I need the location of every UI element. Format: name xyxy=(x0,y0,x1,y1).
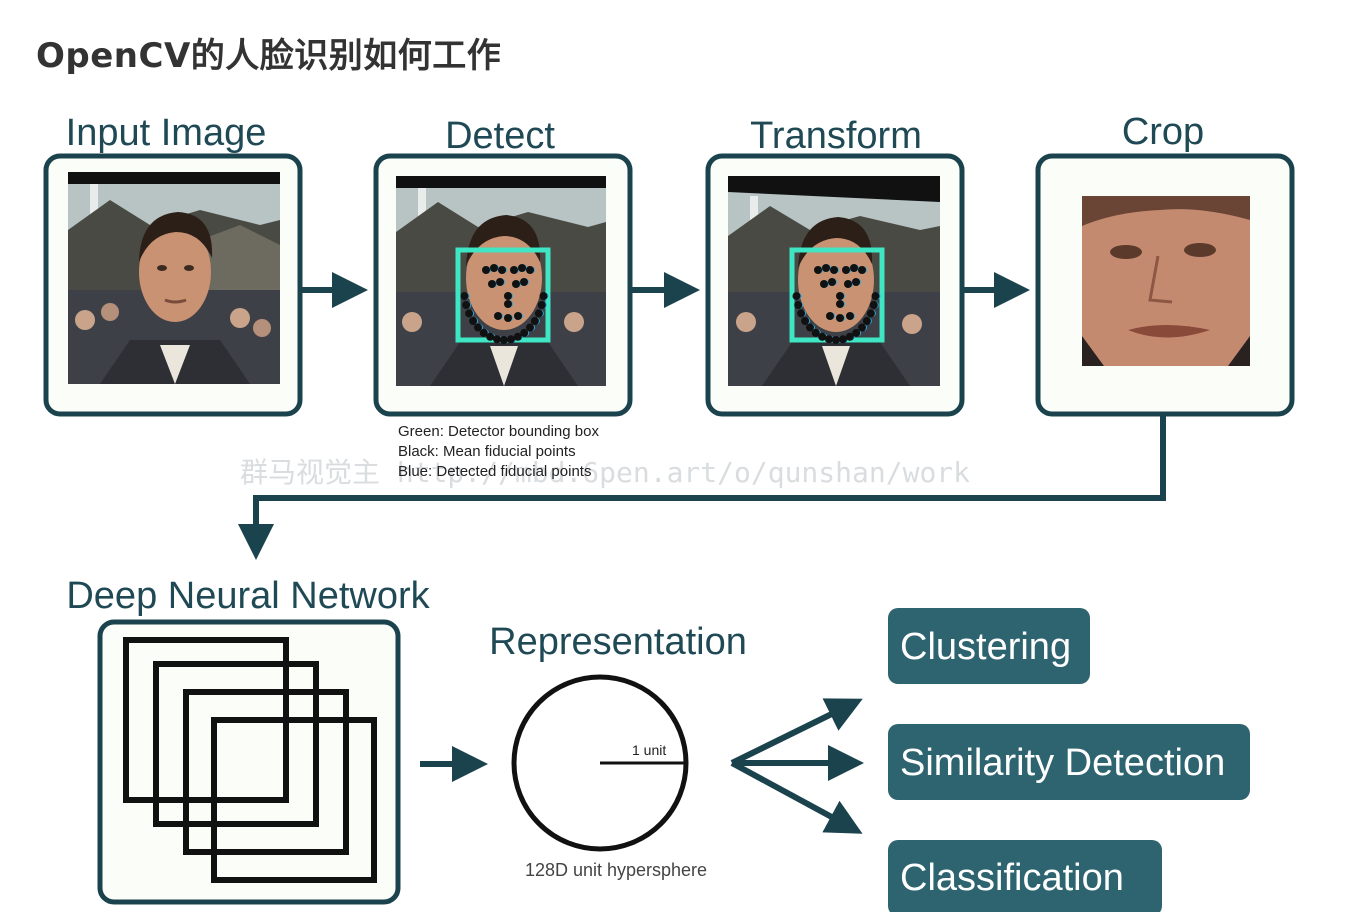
output-label-clustering: Clustering xyxy=(900,626,1071,668)
fiducial-point xyxy=(826,312,834,320)
fiducial-point xyxy=(498,266,506,274)
fiducial-point xyxy=(836,300,844,308)
fiducial-points-transform xyxy=(792,264,881,344)
output-label-similarity-detection: Similarity Detection xyxy=(900,742,1225,784)
fiducial-point xyxy=(512,280,520,288)
fiducial-point xyxy=(806,323,814,332)
stage-title-crop: Crop xyxy=(1122,111,1204,153)
fiducial-point xyxy=(539,292,548,301)
fiducial-point xyxy=(490,264,498,272)
fiducial-point xyxy=(504,292,512,300)
detect-note-blue: Blue: Detected fiducial points xyxy=(398,463,591,480)
representation-title: Representation xyxy=(489,621,747,663)
fiducial-point xyxy=(518,264,526,272)
fiducial-point xyxy=(494,312,502,320)
input-photo xyxy=(68,172,280,384)
fiducial-point xyxy=(825,335,833,344)
fiducial-point xyxy=(526,266,534,274)
fiducial-point xyxy=(801,317,810,325)
fiducial-point xyxy=(832,336,840,344)
fiducial-point xyxy=(811,328,820,337)
fiducial-point xyxy=(513,332,522,341)
fiducial-point xyxy=(820,280,828,288)
fiducial-point xyxy=(482,266,490,274)
output-pill-classification xyxy=(888,840,1162,912)
fiducial-point xyxy=(830,266,838,274)
fiducial-point xyxy=(818,332,827,341)
fiducial-point xyxy=(845,332,854,341)
fiducial-point xyxy=(520,328,529,337)
fiducial-point xyxy=(500,336,508,344)
fiducial-point xyxy=(507,335,515,344)
fiducial-point xyxy=(510,266,518,274)
fiducial-point xyxy=(479,328,488,337)
fiducial-point xyxy=(530,317,539,325)
fiducial-point xyxy=(520,278,528,286)
fiducial-point xyxy=(862,317,871,325)
fiducial-point xyxy=(486,332,495,341)
fiducial-point xyxy=(850,264,858,272)
fiducial-point xyxy=(869,301,878,309)
arrow-to-classification xyxy=(730,760,863,834)
fiducial-point xyxy=(866,309,875,318)
fiducial-point xyxy=(504,314,512,322)
fiducial-point xyxy=(858,323,866,332)
fiducial-point xyxy=(871,292,880,301)
fiducial-point xyxy=(842,266,850,274)
fiducial-point xyxy=(814,266,822,274)
watermark-text: 群马视觉主 http://mbd.6pen.art/o/qunshan/work xyxy=(240,456,970,489)
output-pill-clustering xyxy=(888,608,1090,684)
fiducial-point xyxy=(852,278,860,286)
arrow-to-clustering xyxy=(730,698,863,766)
fiducial-point xyxy=(496,278,504,286)
fiducial-point xyxy=(474,323,482,332)
detect-note-green: Green: Detector bounding box xyxy=(398,423,599,440)
radius-label: 1 unit xyxy=(632,742,666,758)
fiducial-point xyxy=(537,301,546,309)
fiducial-point xyxy=(534,309,543,318)
fiducial-point xyxy=(822,264,830,272)
fiducial-point xyxy=(504,300,512,308)
fiducial-point xyxy=(844,280,852,288)
fiducial-points-detect xyxy=(460,264,549,344)
fiducial-point xyxy=(846,312,854,320)
cropped-face xyxy=(1082,196,1250,366)
output-label-classification: Classification xyxy=(900,857,1124,899)
network-layers-icon xyxy=(123,637,377,883)
fiducial-point xyxy=(836,292,844,300)
arrow-crop-to-network xyxy=(238,416,1166,560)
fiducial-point xyxy=(794,301,803,309)
detect-note-black: Black: Mean fiducial points xyxy=(398,443,576,460)
output-pill-similarity-detection xyxy=(888,724,1250,800)
fiducial-point xyxy=(839,335,847,344)
fiducial-point xyxy=(526,323,534,332)
fiducial-point xyxy=(465,309,474,318)
fiducial-point xyxy=(852,328,861,337)
fiducial-point xyxy=(488,280,496,288)
fiducial-point xyxy=(828,278,836,286)
stage-title-detect: Detect xyxy=(445,115,555,157)
page-title: OpenCV的人脸识别如何工作 xyxy=(36,36,502,76)
fiducial-point xyxy=(460,292,469,301)
fiducial-point xyxy=(462,301,471,309)
fiducial-point xyxy=(514,312,522,320)
fiducial-point xyxy=(858,266,866,274)
fiducial-point xyxy=(493,335,501,344)
fiducial-point xyxy=(836,314,844,322)
representation-caption: 128D unit hypersphere xyxy=(525,860,707,880)
stage-title-input-image: Input Image xyxy=(66,112,267,154)
fiducial-point xyxy=(797,309,806,318)
fiducial-point xyxy=(792,292,801,301)
stage-title-transform: Transform xyxy=(750,115,922,157)
fiducial-point xyxy=(469,317,478,325)
network-title: Deep Neural Network xyxy=(66,575,430,617)
